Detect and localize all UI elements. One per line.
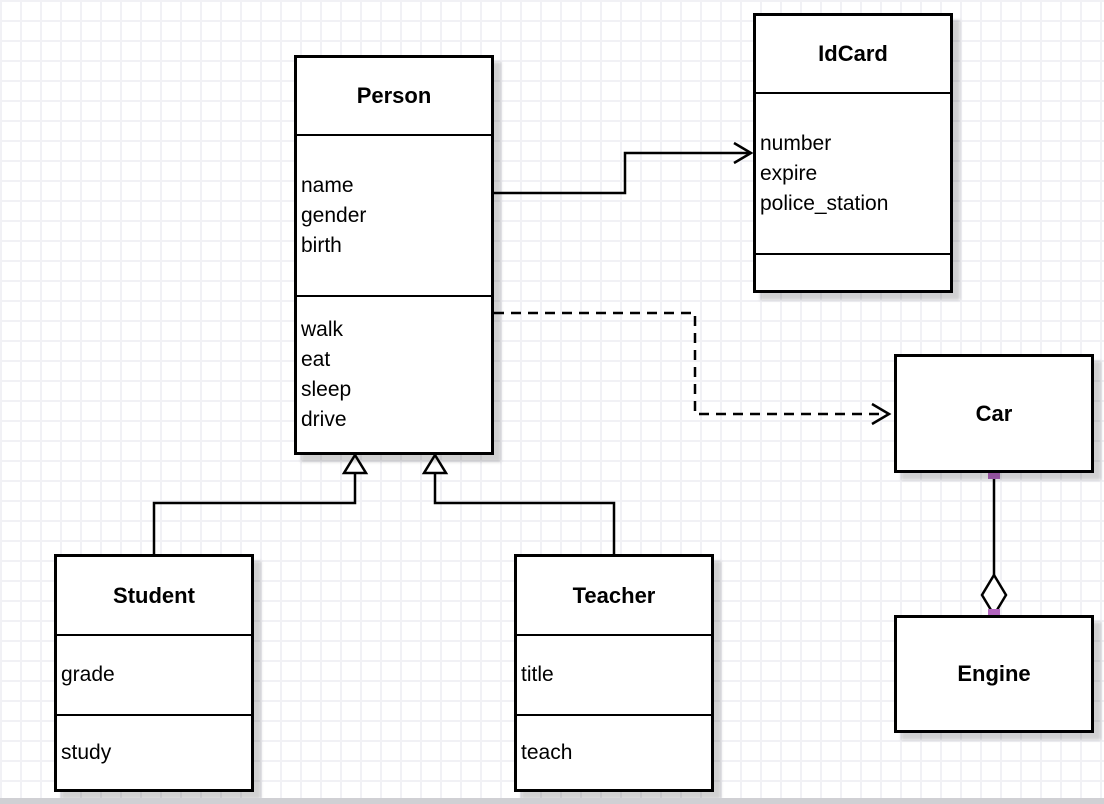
class-attributes-section: title [517, 634, 711, 714]
class-title: IdCard [818, 41, 888, 66]
class-box-person[interactable]: Person name gender birth walk eat sleep … [294, 55, 494, 455]
edge-student-person-generalization[interactable] [152, 452, 369, 554]
attribute: birth [301, 233, 342, 257]
class-attributes-section: name gender birth [297, 134, 491, 295]
method: sleep [301, 377, 352, 401]
edge-car-engine-aggregation[interactable] [980, 467, 1008, 621]
class-methods-section: teach [517, 714, 711, 789]
class-title: Student [113, 582, 195, 608]
class-title: Car [975, 400, 1013, 426]
class-methods-section-empty [756, 253, 950, 290]
method: walk [301, 317, 344, 341]
class-box-student[interactable]: Student grade study [54, 554, 254, 792]
attribute: gender [301, 203, 367, 227]
attribute: police_station [760, 191, 889, 215]
method: teach [521, 740, 573, 764]
attribute: number [760, 131, 832, 155]
attribute: name [301, 173, 354, 197]
class-box-engine[interactable]: Engine [894, 615, 1094, 733]
class-attributes-section: number expire police_station [756, 92, 950, 253]
class-methods-section: walk eat sleep drive [297, 295, 491, 452]
canvas-bottom-edge [0, 798, 1104, 804]
method: eat [301, 347, 331, 371]
method: study [61, 740, 112, 764]
class-attributes-section: grade [57, 634, 251, 714]
class-box-idcard[interactable]: IdCard number expire police_station [753, 13, 953, 293]
class-methods-section: study [57, 714, 251, 789]
attribute: expire [760, 161, 818, 185]
class-title: Teacher [572, 582, 656, 608]
class-title: Engine [957, 661, 1031, 686]
class-box-teacher[interactable]: Teacher title teach [514, 554, 714, 792]
class-title: Person [356, 83, 432, 108]
edge-person-idcard-association[interactable] [494, 141, 754, 195]
class-box-car[interactable]: Car [894, 354, 1094, 473]
edge-teacher-person-generalization[interactable] [421, 452, 616, 554]
attribute: title [521, 663, 554, 686]
method: drive [301, 407, 347, 431]
edge-person-car-dependency[interactable] [494, 311, 892, 426]
attribute: grade [61, 663, 115, 686]
